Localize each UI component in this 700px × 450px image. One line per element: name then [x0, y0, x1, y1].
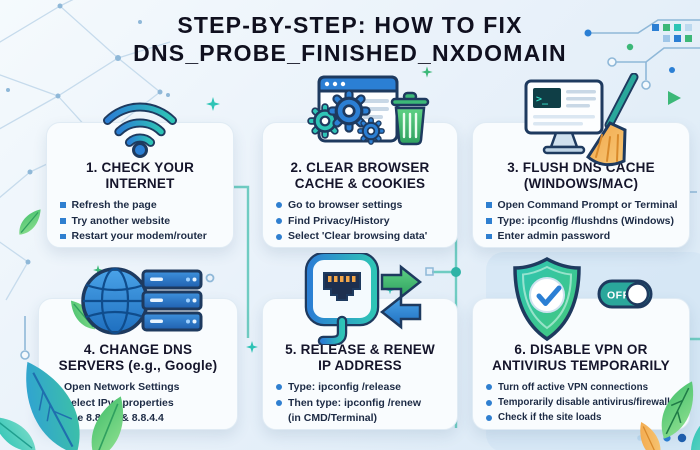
title-line-1: STEP-BY-STEP: HOW TO FIX	[177, 12, 523, 38]
step-heading: 2. CLEAR BROWSER CACHE & COOKIES	[290, 160, 430, 191]
bullet-item: Go to browser settings	[276, 198, 451, 214]
step-heading: 4. CHANGE DNS SERVERS (e.g., Google)	[58, 342, 218, 373]
step-bullets: Open Network Settings Select IPv4 proper…	[39, 380, 237, 427]
bullet-item: Turn off active VPN connections	[486, 380, 683, 395]
bullet-item: Use 8.8.8.8 & 8.8.4.4	[52, 411, 231, 427]
step-heading: 5. RELEASE & RENEW IP ADDRESS	[285, 342, 435, 373]
bullet-item: Select IPv4 properties	[52, 396, 231, 412]
bullet-item: Select 'Clear browsing data'	[276, 229, 451, 245]
step-bullets: Type: ipconfig /release Then type: ipcon…	[263, 380, 457, 427]
bullet-item-continuation: (in CMD/Terminal)	[288, 412, 378, 425]
step-card-5: 5. RELEASE & RENEW IP ADDRESS Type: ipco…	[262, 253, 458, 430]
bullet-item: Try another website	[60, 214, 227, 230]
step-card-3: >_ 3. FLUSH DNS CACHE (WINDOWS/MAC)	[472, 73, 690, 248]
toggle-knob	[625, 282, 650, 306]
step-card-6: OFF 6. DISABLE VPN OR ANTIVIRUS TEMPORAR…	[472, 257, 690, 430]
dots-decoration	[637, 433, 687, 443]
browser-gears-trash-icon	[285, 73, 435, 167]
terminal-prompt: >_	[536, 94, 549, 105]
shield-check-icon: OFF	[501, 253, 661, 349]
bullet-item: Check if the site loads	[486, 410, 683, 425]
step-bullets: Open Command Prompt or Terminal Type: ip…	[473, 198, 689, 245]
server-stack	[141, 269, 203, 332]
globe-servers-icon	[63, 253, 213, 345]
bullet-item: Type: ipconfig /release	[276, 380, 451, 396]
bullet-item: Refresh the page	[60, 198, 227, 214]
bullet-item: Temporarily disable antivirus/firewall	[486, 395, 683, 410]
step-heading: 1. CHECK YOUR INTERNET	[85, 160, 195, 191]
bullet-item: Find Privacy/History	[276, 214, 451, 230]
triangle-decoration	[668, 91, 681, 105]
step-card-1: 1. CHECK YOUR INTERNET Refresh the page …	[46, 102, 234, 248]
monitor-terminal-broom-icon: >_	[506, 73, 656, 173]
wifi-icon	[85, 87, 195, 159]
step-bullets: Go to browser settings Find Privacy/Hist…	[263, 198, 457, 245]
ethernet-arrows-icon	[294, 253, 426, 345]
bullet-item: Then type: ipconfig /renew	[276, 396, 451, 412]
arrow-left	[379, 294, 422, 330]
title-line-2: DNS_PROBE_FINISHED_NXDOMAIN	[133, 40, 567, 67]
bullet-item: Open Command Prompt or Terminal	[486, 198, 683, 214]
bullet-item: Type: ipconfig /flushdns (Windows)	[486, 214, 683, 230]
step-card-2: 2. CLEAR BROWSER CACHE & COOKIES Go to b…	[262, 75, 458, 248]
step-card-4: 4. CHANGE DNS SERVERS (e.g., Google) Ope…	[38, 267, 238, 430]
bullet-item: Enter admin password	[486, 229, 683, 245]
off-toggle: OFF	[597, 279, 653, 309]
bullet-item: Restart your modem/router	[60, 229, 227, 245]
page-title: STEP-BY-STEP: HOW TO FIX DNS_PROBE_FINIS…	[0, 11, 700, 67]
step-bullets: Refresh the page Try another website Res…	[47, 198, 233, 245]
bullet-item: Open Network Settings	[52, 380, 231, 396]
arrow-right	[380, 264, 423, 300]
step-bullets: Turn off active VPN connections Temporar…	[473, 380, 689, 426]
